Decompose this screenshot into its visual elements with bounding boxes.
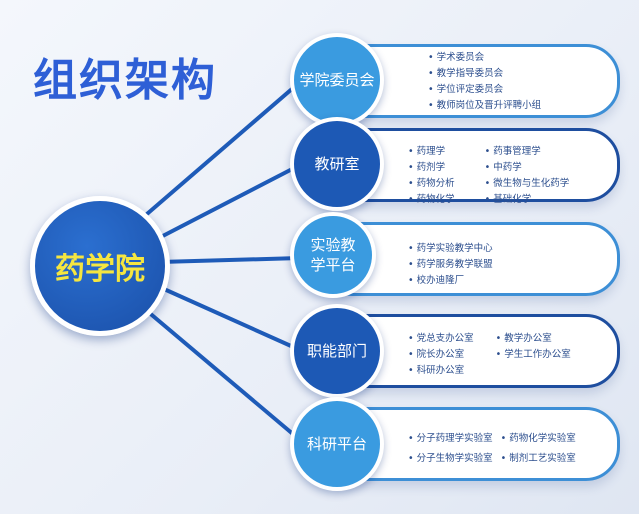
branch-items: 药理学 药事管理学 药剂学 中药学 药物分析 微生物与生化药学 药物化学 基础化… bbox=[408, 143, 570, 205]
branch-node: 教研室 bbox=[290, 117, 384, 211]
list-item: 制剂工艺实验室 bbox=[501, 450, 576, 464]
branch-items: 党总支办公室 教学办公室 院长办公室 学生工作办公室 科研办公室 bbox=[408, 330, 571, 376]
branch-node: 科研平台 bbox=[290, 397, 384, 491]
list-item: 中药学 bbox=[485, 159, 570, 173]
list-item: 学位评定委员会 bbox=[428, 81, 541, 95]
list-item: 药物分析 bbox=[408, 175, 455, 189]
list-item: 基础化学 bbox=[485, 191, 570, 205]
list-item: 药学实验教学中心 bbox=[408, 240, 493, 254]
center-node: 药学院 bbox=[30, 196, 170, 336]
branch-node: 实验教学平台 bbox=[290, 212, 376, 298]
branch-items: 分子药理学实验室 药物化学实验室 分子生物学实验室 制剂工艺实验室 bbox=[408, 430, 576, 464]
list-item: 科研办公室 bbox=[408, 362, 474, 376]
branch-node: 职能部门 bbox=[290, 304, 384, 398]
list-item: 微生物与生化药学 bbox=[485, 175, 569, 189]
list-item: 药剂学 bbox=[408, 159, 455, 173]
list-item: 分子药理学实验室 bbox=[408, 430, 493, 444]
list-item: 药理学 bbox=[408, 143, 455, 157]
list-item: 学生工作办公室 bbox=[496, 346, 571, 360]
list-item: 药学服务教学联盟 bbox=[408, 256, 493, 270]
list-item: 校办迪隆厂 bbox=[408, 272, 493, 286]
list-item: 教学办公室 bbox=[496, 330, 571, 344]
list-item: 分子生物学实验室 bbox=[408, 450, 493, 464]
list-item: 党总支办公室 bbox=[408, 330, 474, 344]
branch-items: 学术委员会 教学指导委员会 学位评定委员会 教师岗位及晋升评聘小组 bbox=[428, 49, 542, 111]
list-item: 药事管理学 bbox=[485, 143, 570, 157]
branch-items: 药学实验教学中心 药学服务教学联盟 校办迪隆厂 bbox=[408, 240, 493, 286]
list-item: 药物化学 bbox=[408, 191, 455, 205]
list-item: 药物化学实验室 bbox=[501, 430, 576, 444]
list-item: 院长办公室 bbox=[408, 346, 474, 360]
list-item: 教学指导委员会 bbox=[428, 65, 541, 79]
list-item: 学术委员会 bbox=[428, 49, 541, 63]
branch-node: 学院委员会 bbox=[290, 33, 384, 127]
list-item: 教师岗位及晋升评聘小组 bbox=[428, 97, 542, 111]
page-title: 组织架构 bbox=[33, 55, 217, 106]
